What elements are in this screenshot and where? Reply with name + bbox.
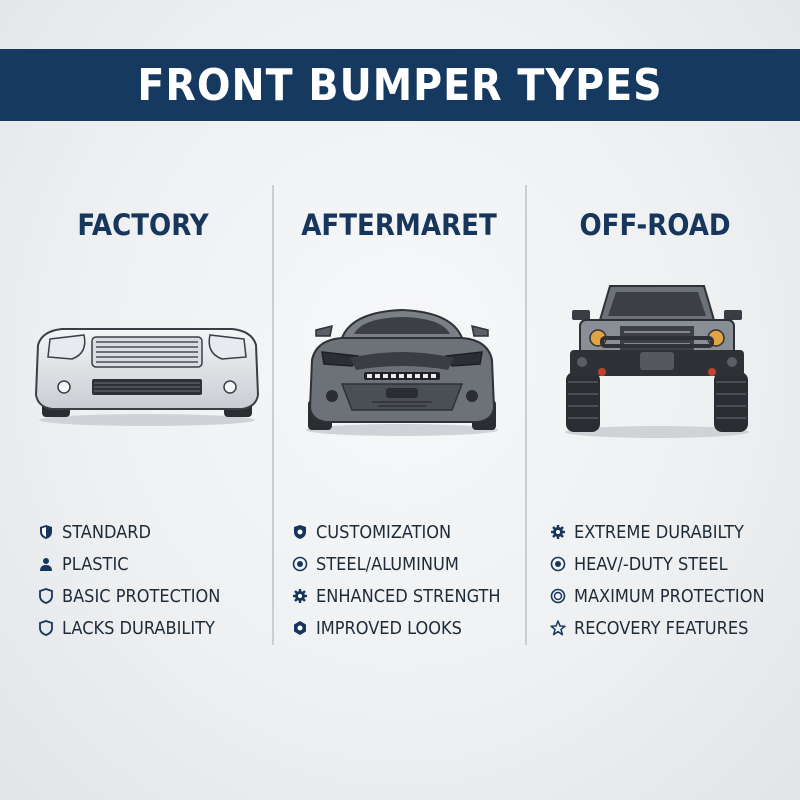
hex-icon <box>294 621 306 635</box>
circle-target-icon <box>550 588 566 604</box>
shield-outline-icon <box>39 588 53 604</box>
column-offroad: OFF-ROAD EXTREME DURABILTY HEAV/-DUTY ST… <box>522 0 788 800</box>
feature-label: STEEL/ALUMINUM <box>316 553 459 575</box>
gear-icon <box>551 525 565 539</box>
circle-target-icon <box>550 556 566 572</box>
column-factory: FACTORY STANDARD PL <box>10 0 276 800</box>
feature-list: EXTREME DURABILTY HEAV/-DUTY STEEL MAXIM… <box>550 516 765 644</box>
feature-label: EXTREME DURABILTY <box>574 521 744 543</box>
feature-label: STANDARD <box>62 521 151 543</box>
title-banner: FRONT BUMPER TYPES <box>0 49 800 121</box>
feature-label: HEAV/-DUTY STEEL <box>574 553 728 575</box>
aftermarket-sports-car-image <box>306 308 498 436</box>
circle-target-icon <box>292 556 308 572</box>
factory-sedan-image <box>34 328 260 426</box>
feature-list: CUSTOMIZATION STEEL/ALUMINUM ENHANCED ST… <box>292 516 501 644</box>
feature-list: STANDARD PLASTIC BASIC PROTECTION LACKS … <box>38 516 220 644</box>
star-icon <box>550 620 566 636</box>
list-item: ENHANCED STRENGTH <box>292 580 501 612</box>
shield-gear-icon <box>294 525 306 539</box>
feature-label: BASIC PROTECTION <box>62 585 221 607</box>
column-aftermarket: AFTERMARET CUSTOMIZATION STEEL/ALUMINUM … <box>266 0 532 800</box>
gear-icon <box>293 589 307 603</box>
shield-icon <box>40 525 52 539</box>
column-heading: FACTORY <box>77 208 209 242</box>
feature-label: PLASTIC <box>62 553 129 575</box>
list-item: MAXIMUM PROTECTION <box>550 580 765 612</box>
shield-outline-icon <box>39 620 53 636</box>
list-item: STANDARD <box>38 516 220 548</box>
person-icon <box>40 558 52 571</box>
feature-label: CUSTOMIZATION <box>316 521 452 543</box>
list-item: IMPROVED LOOKS <box>292 612 501 644</box>
list-item: BASIC PROTECTION <box>38 580 220 612</box>
list-item: PLASTIC <box>38 548 220 580</box>
list-item: STEEL/ALUMINUM <box>292 548 501 580</box>
page-title: FRONT BUMPER TYPES <box>137 59 663 111</box>
list-item: CUSTOMIZATION <box>292 516 501 548</box>
feature-label: IMPROVED LOOKS <box>316 617 462 639</box>
feature-label: MAXIMUM PROTECTION <box>574 585 765 607</box>
list-item: LACKS DURABILITY <box>38 612 220 644</box>
feature-label: LACKS DURABILITY <box>62 617 215 639</box>
feature-label: RECOVERY FEATURES <box>574 617 749 639</box>
list-item: HEAV/-DUTY STEEL <box>550 548 765 580</box>
column-divider <box>525 185 527 645</box>
column-heading: AFTERMARET <box>301 208 497 242</box>
list-item: RECOVERY FEATURES <box>550 612 765 644</box>
column-divider <box>272 185 274 645</box>
offroad-truck-image <box>565 285 749 438</box>
column-heading: OFF-ROAD <box>579 208 731 242</box>
feature-label: ENHANCED STRENGTH <box>316 585 501 607</box>
list-item: EXTREME DURABILTY <box>550 516 765 548</box>
